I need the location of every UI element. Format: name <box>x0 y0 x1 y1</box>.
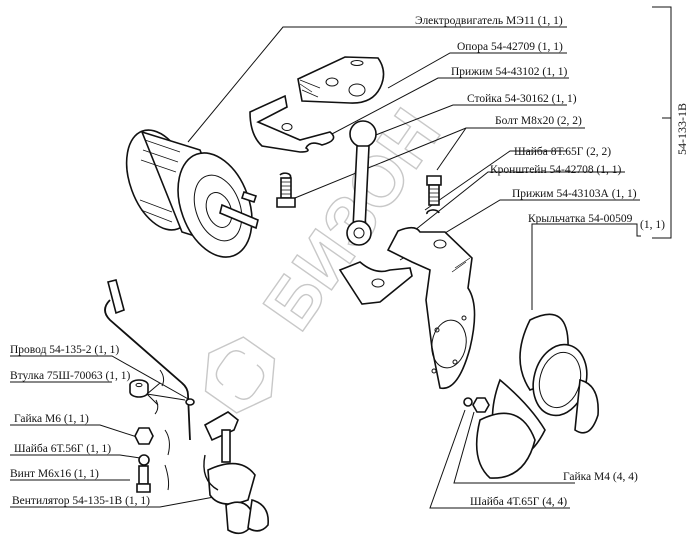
label-bushing: Втулка 75Ш-70063 (1, 1) <box>10 370 131 382</box>
label-washer-8: Шайба 8Т.65Г (2, 2) <box>514 146 611 158</box>
washer-and-nut-m4 <box>463 397 490 413</box>
post <box>346 120 377 246</box>
label-nut-6: Гайка М6 (1, 1) <box>14 413 89 425</box>
label-impeller: Крыльчатка 54-00509 <box>528 213 633 225</box>
label-support: Опора 54-42709 (1, 1) <box>457 41 563 53</box>
brace-marks <box>154 369 170 491</box>
fan-assembly <box>104 279 269 535</box>
label-washer-4: Шайба 4Т.65Г (4, 4) <box>470 496 567 508</box>
label-clamp-2: Прижим 54-43103А (1, 1) <box>512 188 637 200</box>
label-washer-6: Шайба 6Т.56Г (1, 1) <box>14 443 111 455</box>
label-motor: Электродвигатель МЭ11 (1, 1) <box>415 15 563 27</box>
label-fan: Вентилятор 54-135-1В (1, 1) <box>12 495 150 507</box>
label-wire: Провод 54-135-2 (1, 1) <box>10 344 119 356</box>
part-labels: Электродвигатель МЭ11 (1, 1) Опора 54-42… <box>10 15 665 508</box>
label-nut-4: Гайка М4 (4, 4) <box>563 471 638 483</box>
support-plate <box>297 56 385 104</box>
label-screw: Винт М6х16 (1, 1) <box>10 468 99 480</box>
bolt-m8-right <box>426 175 442 215</box>
label-post: Стойка 54-30162 (1, 1) <box>467 93 577 105</box>
hardware-m6 <box>129 379 154 493</box>
label-clamp-1: Прижим 54-43102 (1, 1) <box>451 66 567 78</box>
watermark-logo-icon <box>204 336 276 414</box>
assembly-number: 54-133-1В <box>675 103 689 155</box>
label-bolt: Болт М8х20 (2, 2) <box>495 115 582 127</box>
leader-lines <box>10 26 641 509</box>
bolt-m8-left <box>276 172 296 208</box>
clamp-2 <box>338 261 413 305</box>
assembly-bracket: 54-133-1В <box>652 6 689 239</box>
label-bracket: Кронштейн 54-42708 (1, 1) <box>490 164 622 176</box>
electric-motor <box>125 129 259 258</box>
clamp-1 <box>249 94 335 153</box>
label-impeller-qty: (1, 1) <box>640 219 665 231</box>
impeller <box>475 313 599 479</box>
bracket <box>386 226 476 390</box>
